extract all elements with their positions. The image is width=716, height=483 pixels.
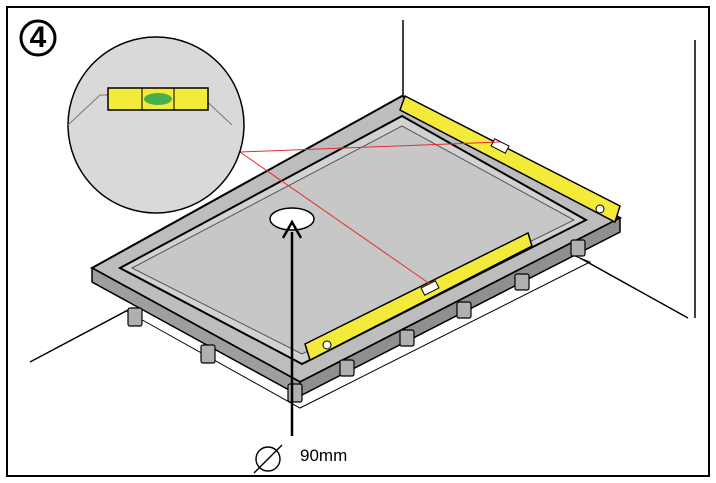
floor-line-left (29, 309, 129, 363)
bubble (144, 93, 172, 105)
foot (200, 344, 216, 364)
drain-hole (269, 207, 315, 231)
foot (514, 273, 530, 291)
drain-diameter-label: 90mm (300, 446, 348, 465)
laser-line (239, 141, 501, 153)
support-feet (127, 239, 586, 403)
foot (456, 301, 472, 319)
foot (399, 329, 415, 347)
tray-basin-inner (130, 125, 576, 355)
step-circle-icon (19, 19, 57, 57)
foot (287, 383, 303, 403)
level-bubble-magnifier (67, 36, 245, 214)
diameter-icon (253, 444, 283, 474)
foot (127, 307, 143, 327)
diagram-frame (6, 6, 710, 477)
step-number-text: 4 (29, 21, 47, 54)
floor-line-right (579, 257, 689, 319)
foot (339, 359, 355, 377)
laser-line (239, 151, 431, 285)
step-number: 4 (18, 18, 58, 58)
foot (570, 239, 586, 257)
arrow-head (281, 219, 303, 239)
spirit-level-front (304, 231, 533, 362)
